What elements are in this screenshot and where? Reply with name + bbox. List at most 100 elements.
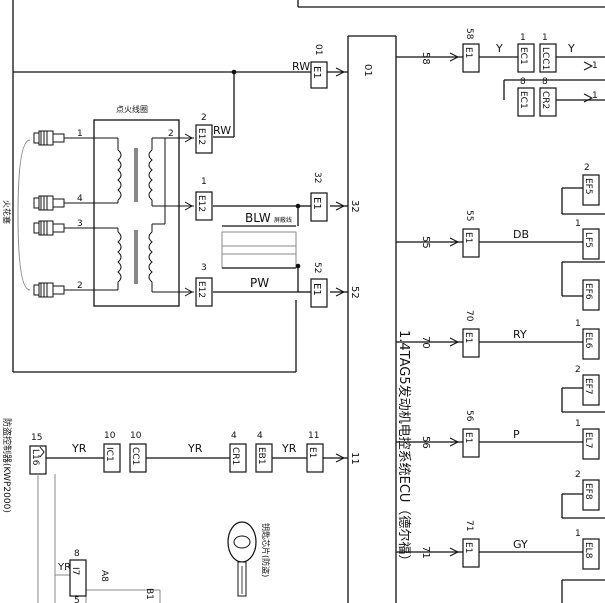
svg-text:3: 3 [77, 219, 83, 229]
svg-text:EL8: EL8 [583, 542, 593, 559]
svg-text:EF6: EF6 [583, 283, 593, 300]
svg-text:CR2: CR2 [540, 91, 550, 109]
svg-text:1: 1 [592, 61, 598, 71]
svg-text:1: 1 [575, 219, 581, 229]
svg-text:2: 2 [201, 113, 207, 123]
connector-e1-56 [462, 428, 480, 458]
connector-ec1-b [517, 87, 535, 117]
circuit-pin-55: 55 E1 55 DB LF5 1 EF6 [396, 210, 605, 311]
ignition-coil: 点火线圈 1 4 3 2 2 [64, 104, 194, 307]
connector-el6 [582, 328, 600, 360]
svg-text:55: 55 [464, 210, 474, 221]
circuit-pin-32: E1 32 32 [298, 172, 360, 222]
svg-text:56: 56 [464, 410, 474, 422]
svg-text:3: 3 [201, 263, 207, 273]
svg-text:EC1: EC1 [518, 47, 528, 65]
connector-ef6 [582, 279, 600, 311]
svg-text:2: 2 [77, 281, 83, 291]
svg-text:E1: E1 [311, 283, 322, 296]
wire-label-gy: GY [513, 538, 528, 551]
coil-housing [93, 119, 180, 307]
wire-label-blw: BLW [245, 211, 271, 225]
svg-text:1: 1 [592, 91, 598, 101]
svg-text:E1: E1 [311, 197, 322, 210]
immobilizer-label: 防盗控制器(KWP2000) [1, 418, 13, 513]
svg-text:10: 10 [104, 431, 116, 441]
svg-text:CC1: CC1 [130, 447, 140, 465]
circuit-cr2: EC1 8 CR2 8 1 [503, 77, 605, 117]
svg-text:E1: E1 [463, 432, 473, 443]
svg-text:E1: E1 [311, 66, 322, 79]
svg-text:4: 4 [257, 431, 263, 441]
connector-i7 [69, 559, 87, 597]
svg-text:E1: E1 [463, 542, 473, 553]
svg-text:4: 4 [77, 194, 83, 204]
wire-label-yr-1: YR [71, 442, 87, 455]
connector-ec1 [517, 43, 535, 73]
coil-label: 点火线圈 [116, 104, 148, 114]
wire-label-p: P [513, 428, 520, 441]
svg-text:A8: A8 [99, 570, 109, 582]
svg-text:8: 8 [542, 77, 548, 87]
key-icon [227, 521, 257, 597]
svg-text:10: 10 [130, 431, 142, 441]
circuit-pin-71: 71 E1 71 GY EL8 1 [396, 520, 605, 603]
wire-label-ry: RY [513, 328, 527, 341]
svg-text:1: 1 [575, 529, 581, 539]
svg-text:4: 4 [231, 431, 237, 441]
connector-el7 [582, 428, 600, 460]
svg-text:11: 11 [349, 452, 360, 465]
connector-lf5 [582, 228, 600, 260]
svg-text:52: 52 [349, 286, 360, 299]
circuit-pin-52: E1 52 52 [295, 262, 360, 308]
svg-text:1: 1 [77, 129, 83, 139]
circuit-pin-01: RW E1 01 01 [213, 44, 373, 138]
svg-text:E12: E12 [196, 281, 206, 298]
circuit-pin-58: 58 E1 58 Y EC1 1 LCC1 1 Y 1 [396, 28, 605, 73]
connector-e1-70 [462, 328, 480, 358]
svg-text:屏蔽线: 屏蔽线 [274, 216, 292, 224]
svg-text:2: 2 [584, 163, 590, 173]
connector-cr2 [539, 87, 557, 117]
wire-label-yr-4: YR [57, 562, 71, 573]
connector-e12-pin2: E12 2 RW [184, 113, 231, 154]
svg-text:15: 15 [31, 433, 42, 443]
connector-e12-pin1: E12 1 [184, 177, 213, 221]
svg-text:EF8: EF8 [583, 483, 593, 500]
spark-plug-3 [33, 220, 65, 236]
connector-e1-32 [310, 192, 328, 222]
connector-cr1 [229, 443, 247, 473]
connector-ef5 [582, 174, 600, 206]
spark-plug-4 [33, 195, 65, 211]
svg-text:E1: E1 [463, 332, 473, 343]
key-label: 钥匙芯片(防盗) [261, 523, 271, 577]
svg-text:EC1: EC1 [518, 91, 528, 109]
connector-ic1 [103, 443, 121, 473]
svg-text:58: 58 [420, 52, 431, 65]
svg-text:71: 71 [420, 546, 431, 559]
svg-text:56: 56 [420, 436, 431, 449]
svg-text:B1: B1 [144, 588, 154, 600]
shielded-pair: BLW 屏蔽线 PW [213, 203, 301, 293]
svg-text:EB1: EB1 [256, 447, 266, 465]
svg-text:01: 01 [313, 44, 323, 55]
svg-text:1: 1 [575, 319, 581, 329]
top-rail [12, 0, 605, 73]
svg-text:1: 1 [575, 419, 581, 429]
svg-text:70: 70 [464, 310, 474, 322]
svg-text:E1: E1 [463, 47, 473, 58]
svg-text:32: 32 [349, 200, 360, 213]
svg-text:58: 58 [464, 28, 474, 40]
connector-ef5-group: EF5 2 [561, 163, 605, 215]
svg-text:01: 01 [362, 64, 373, 77]
svg-text:E1: E1 [463, 232, 473, 243]
circuit-pin-70: 70 E1 70 RY EL6 1 EF7 2 [396, 310, 605, 413]
wire-label-y-1: Y [495, 42, 503, 55]
svg-text:2: 2 [575, 365, 581, 375]
svg-text:I7: I7 [70, 567, 80, 575]
connector-e1-01 [310, 61, 328, 89]
connector-e1-52 [310, 278, 328, 308]
wire-label-pw: PW [250, 276, 269, 290]
svg-text:EL7: EL7 [583, 432, 593, 448]
